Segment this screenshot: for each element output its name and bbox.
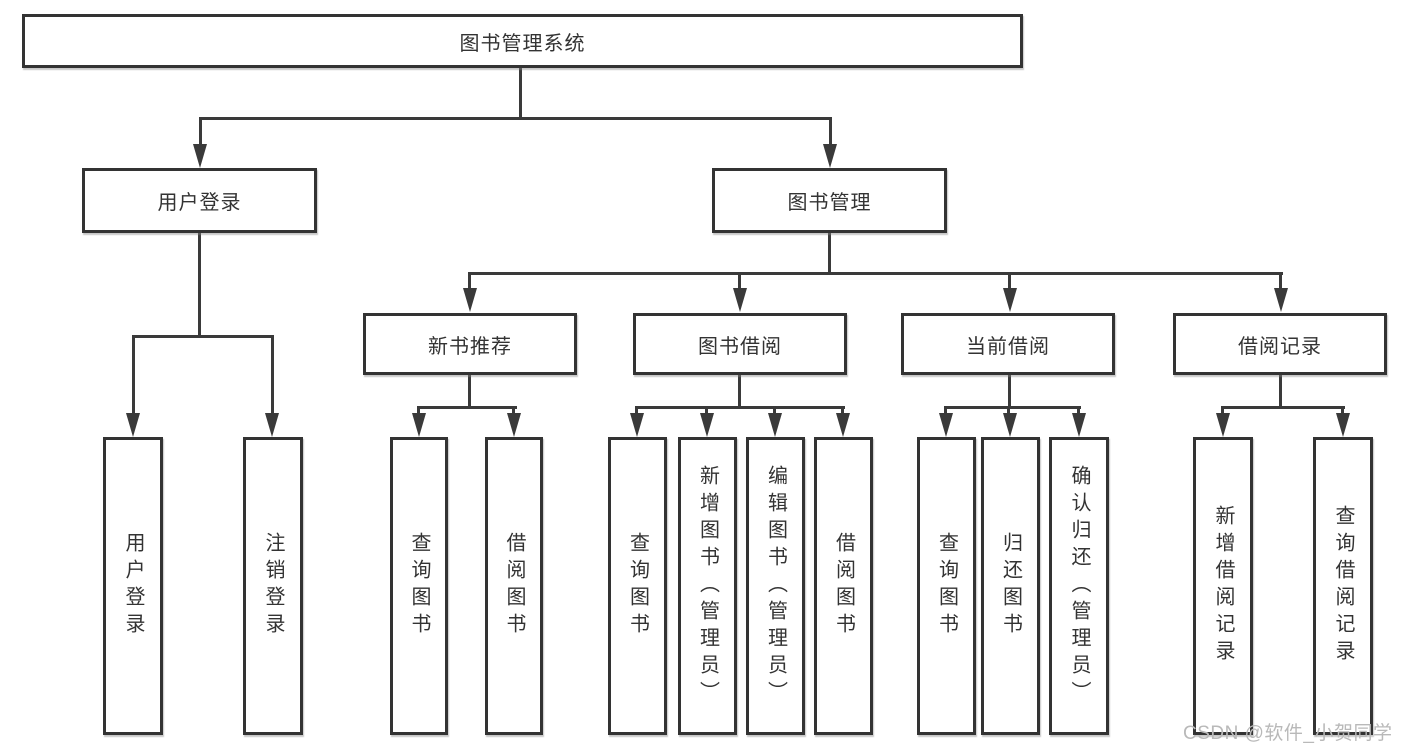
connector-cb-rail: [944, 406, 1081, 409]
leaf-user-login: 用户登录: [103, 437, 163, 735]
connector-book-mgmt-drop: [829, 117, 832, 145]
node-new-book-recommend: 新书推荐: [363, 313, 577, 375]
connector-nb-query-drop: [417, 406, 420, 415]
connector-bb-query-drop: [635, 406, 638, 415]
arrowhead-icon: [412, 413, 426, 437]
leaf-nb-borrow-books: 借阅图书: [485, 437, 543, 735]
connector-bb-edit-drop: [773, 406, 776, 415]
connector-borrow-record-drop: [1279, 272, 1282, 288]
connector-l2-rail: [199, 117, 832, 120]
connector-user-login-rail: [132, 335, 274, 338]
arrowhead-icon: [1072, 413, 1086, 437]
connector-user-login-drop: [199, 117, 202, 145]
arrowhead-icon: [1003, 413, 1017, 437]
connector-nb-rail: [417, 406, 517, 409]
connector-bb-stem: [738, 373, 741, 408]
leaf-logout: 注销登录: [243, 437, 303, 735]
arrowhead-icon: [823, 144, 837, 168]
connector-root-stem: [519, 66, 522, 118]
arrowhead-icon: [193, 144, 207, 168]
connector-ul-login-drop: [132, 335, 135, 413]
connector-book-borrow-drop: [738, 272, 741, 288]
arrowhead-icon: [126, 413, 140, 437]
arrowhead-icon: [733, 288, 747, 312]
node-current-borrowing: 当前借阅: [901, 313, 1115, 375]
connector-br-add-drop: [1221, 406, 1224, 415]
connector-ul-logout-drop: [271, 335, 274, 413]
leaf-br-query-record: 查询借阅记录: [1313, 437, 1373, 735]
connector-nb-borrow-drop: [512, 406, 515, 415]
leaf-cb-query-books: 查询图书: [917, 437, 976, 735]
arrowhead-icon: [836, 413, 850, 437]
arrowhead-icon: [939, 413, 953, 437]
connector-new-book-drop: [468, 272, 471, 288]
arrowhead-icon: [1336, 413, 1350, 437]
arrowhead-icon: [768, 413, 782, 437]
node-borrowing-records: 借阅记录: [1173, 313, 1387, 375]
connector-br-stem: [1279, 373, 1282, 408]
arrowhead-icon: [630, 413, 644, 437]
connector-cb-confirm-drop: [1077, 406, 1080, 415]
arrowhead-icon: [1003, 288, 1017, 312]
connector-user-login-stem: [198, 231, 201, 337]
arrowhead-icon: [463, 288, 477, 312]
leaf-br-add-record: 新增借阅记录: [1193, 437, 1253, 735]
connector-bb-add-drop: [705, 406, 708, 415]
connector-bb-borrow-drop: [841, 406, 844, 415]
arrowhead-icon: [700, 413, 714, 437]
connector-nb-stem: [468, 373, 471, 408]
leaf-nb-query-books: 查询图书: [390, 437, 448, 735]
connector-book-mgmt-stem: [828, 231, 831, 275]
node-user-login: 用户登录: [82, 168, 317, 233]
leaf-bb-add-books-admin: 新增图书（管理员）: [678, 437, 737, 735]
leaf-bb-query-books: 查询图书: [608, 437, 667, 735]
leaf-cb-confirm-return-admin: 确认归还（管理员）: [1049, 437, 1109, 735]
connector-bb-rail: [635, 406, 845, 409]
node-root: 图书管理系统: [22, 14, 1023, 68]
arrowhead-icon: [1274, 288, 1288, 312]
node-book-borrowing: 图书借阅: [633, 313, 847, 375]
connector-current-borrow-drop: [1008, 272, 1011, 288]
csdn-watermark: CSDN @软件_小贺同学: [1183, 723, 1393, 744]
connector-br-rail: [1221, 406, 1345, 409]
connector-cb-stem: [1008, 373, 1011, 408]
connector-cb-query-drop: [944, 406, 947, 415]
arrowhead-icon: [507, 413, 521, 437]
arrowhead-icon: [265, 413, 279, 437]
connector-cb-return-drop: [1007, 406, 1010, 415]
leaf-bb-borrow-books: 借阅图书: [814, 437, 873, 735]
connector-br-query-drop: [1341, 406, 1344, 415]
leaf-cb-return-books: 归还图书: [981, 437, 1040, 735]
node-book-management: 图书管理: [712, 168, 947, 233]
arrowhead-icon: [1216, 413, 1230, 437]
leaf-bb-edit-books-admin: 编辑图书（管理员）: [746, 437, 805, 735]
connector-l3-rail: [468, 272, 1283, 275]
